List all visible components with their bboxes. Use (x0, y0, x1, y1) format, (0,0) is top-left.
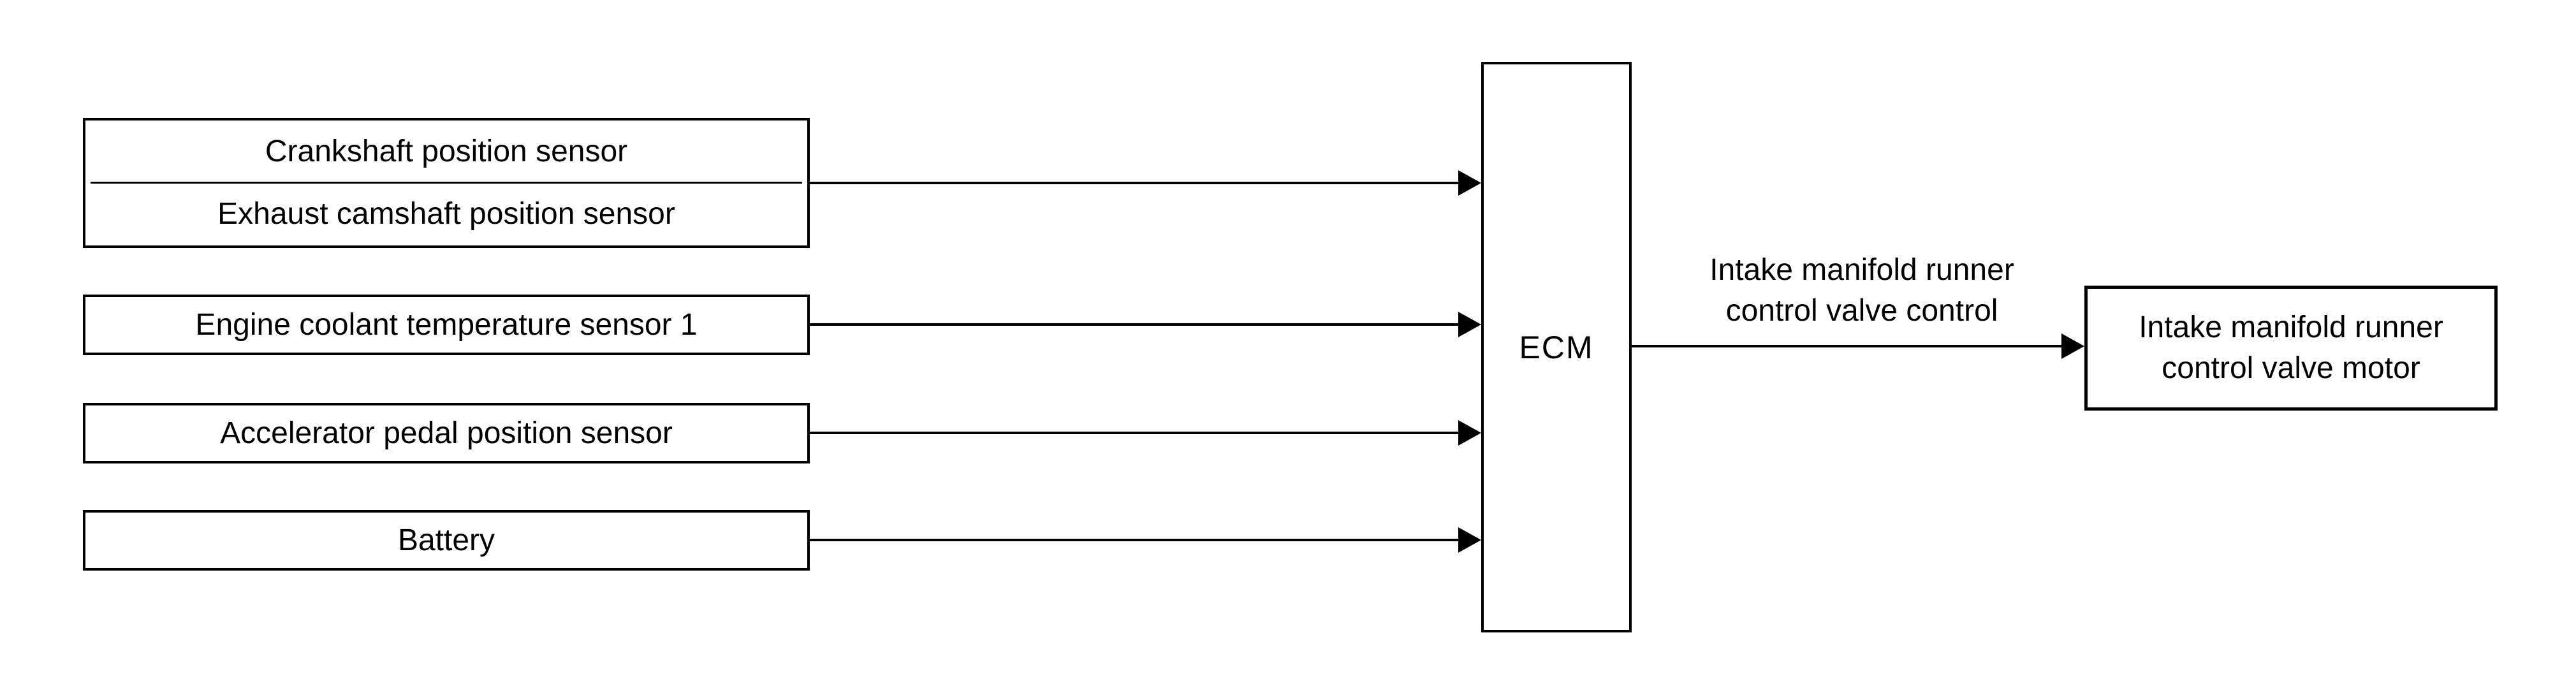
arrowhead-ecm-to-motor-icon (2061, 333, 2084, 359)
sensor-box-crankshaft-camshaft: Crankshaft position sensor Exhaust camsh… (83, 118, 810, 248)
output-signal-label-line1: Intake manifold runner (1709, 253, 2014, 287)
arrow-line-battery-to-ecm (810, 539, 1458, 541)
arrow-line-crankshaft-to-ecm (810, 182, 1458, 184)
output-signal-label: Intake manifold runner control valve con… (1639, 250, 2085, 332)
arrowhead-accelerator-pedal-to-ecm-icon (1458, 420, 1481, 446)
arrowhead-crankshaft-to-ecm-icon (1458, 170, 1481, 196)
arrow-line-accelerator-pedal-to-ecm (810, 432, 1458, 434)
output-box-label-line1: Intake manifold runner (2139, 310, 2443, 344)
ecm-box: ECM (1481, 62, 1632, 632)
output-box-intake-manifold-motor: Intake manifold runner control valve mot… (2084, 286, 2498, 411)
arrow-line-engine-coolant-to-ecm (810, 323, 1458, 326)
sensor-label-accelerator-pedal: Accelerator pedal position sensor (220, 416, 673, 450)
sensor-box-battery: Battery (83, 510, 810, 571)
arrowhead-engine-coolant-to-ecm-icon (1458, 312, 1481, 337)
sensor-box-divider (91, 182, 802, 184)
ecm-label: ECM (1519, 329, 1594, 365)
arrowhead-battery-to-ecm-icon (1458, 527, 1481, 553)
arrow-line-ecm-to-motor (1632, 345, 2061, 347)
sensor-label-exhaust-camshaft: Exhaust camshaft position sensor (217, 197, 675, 231)
sensor-label-engine-coolant: Engine coolant temperature sensor 1 (195, 307, 698, 342)
sensor-label-crankshaft: Crankshaft position sensor (265, 135, 628, 168)
sensor-box-accelerator-pedal: Accelerator pedal position sensor (83, 403, 810, 463)
output-box-label-line2: control valve motor (2162, 351, 2420, 385)
sensor-box-engine-coolant: Engine coolant temperature sensor 1 (83, 295, 810, 355)
output-signal-label-line2: control valve control (1725, 294, 1998, 328)
sensor-label-battery: Battery (397, 523, 495, 557)
